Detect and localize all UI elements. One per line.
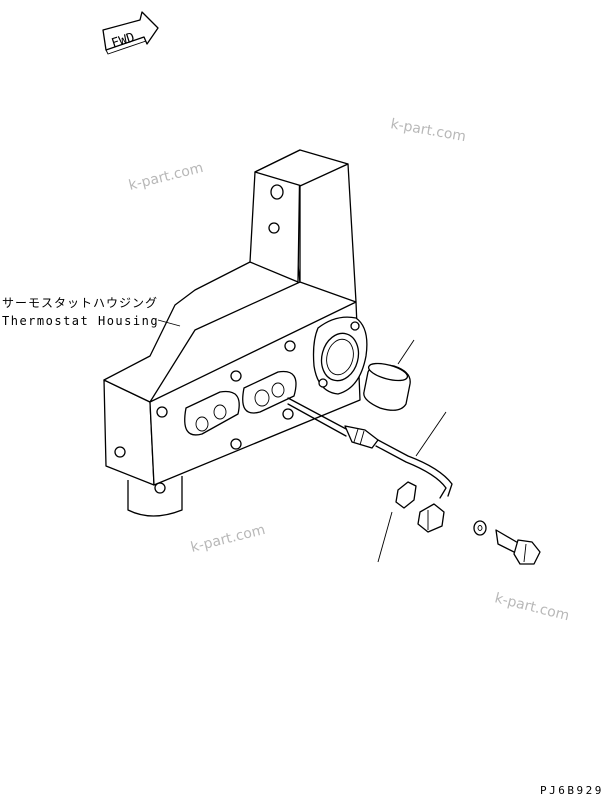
fwd-direction-arrow: FWD [102, 11, 159, 55]
watermark: k-part.com [389, 116, 467, 145]
watermark: k-part.com [127, 160, 205, 194]
watermark: k-part.com [493, 590, 571, 624]
thermostat-seal-ring [363, 339, 415, 411]
washer-and-bolt [473, 520, 541, 565]
thermostat-housing-label-en: Thermostat Housing [2, 314, 160, 328]
thermostat-housing-label-jp: サーモスタットハウジング [2, 296, 159, 310]
fwd-label: FWD [110, 30, 137, 52]
temperature-sensor [287, 397, 453, 563]
drawing-code: PJ6B929 [540, 784, 604, 797]
thermostat-housing [103, 149, 368, 517]
watermark: k-part.com [189, 522, 267, 556]
